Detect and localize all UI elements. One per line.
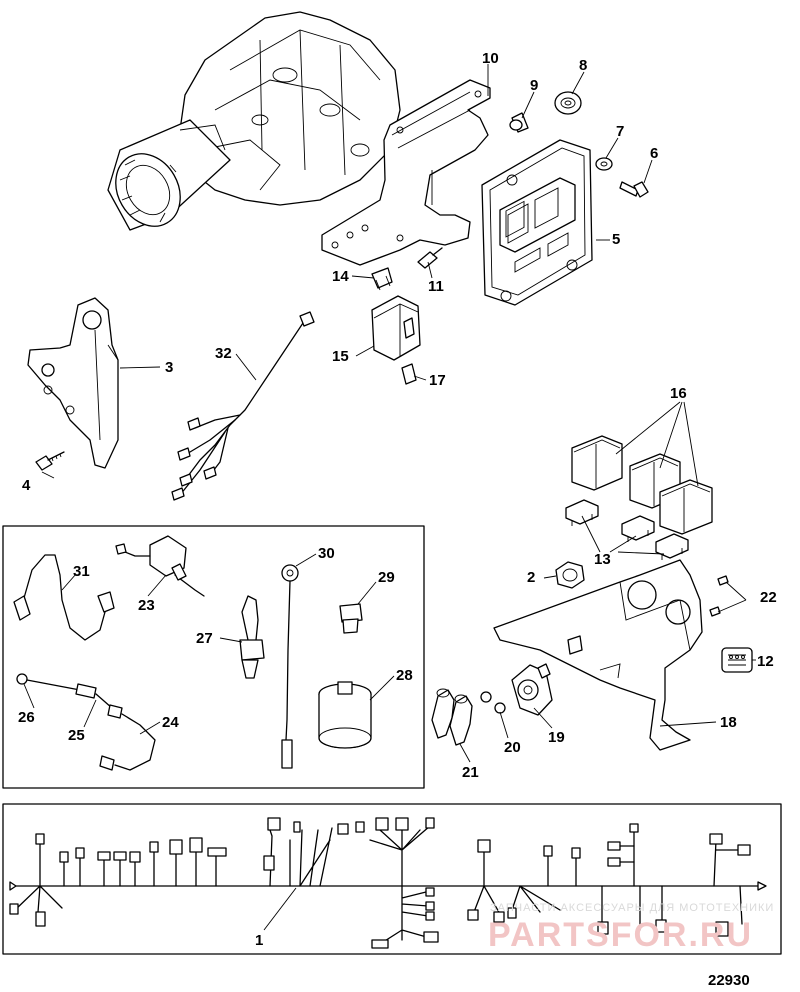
callout-30: 30 <box>318 545 335 562</box>
item-20-nuts <box>480 691 506 714</box>
item-7-washer <box>595 157 613 171</box>
callout-8: 8 <box>579 57 587 74</box>
item-2-nut <box>555 561 585 589</box>
item-9-spacer <box>509 112 529 133</box>
item-16-relays <box>571 435 713 535</box>
item-29-sender <box>339 603 363 634</box>
item-30-knock-sensor <box>281 564 299 769</box>
callout-23: 23 <box>138 597 155 614</box>
callout-5: 5 <box>612 231 620 248</box>
callout-28: 28 <box>396 667 413 684</box>
callout-4: 4 <box>22 477 31 494</box>
item-6-bolt <box>619 181 649 198</box>
item-32-wiring-harness <box>171 311 315 501</box>
callout-7: 7 <box>616 123 624 140</box>
watermark-site: PARTSFOR.RU <box>488 916 753 954</box>
item-31-ground-lead <box>13 554 115 641</box>
callout-29: 29 <box>378 569 395 586</box>
callout-9: 9 <box>530 77 538 94</box>
item-17-fuse <box>401 363 417 385</box>
callout-labels: 10 9 8 7 6 5 11 14 15 17 3 4 32 16 13 2 … <box>18 50 777 949</box>
item-1-engine-harness <box>2 803 782 955</box>
callout-19: 19 <box>548 729 565 746</box>
callout-16: 16 <box>670 385 687 402</box>
engine-block-drawing <box>107 11 401 231</box>
callout-2: 2 <box>527 569 535 586</box>
callout-27: 27 <box>196 630 213 647</box>
item-19-starter-solenoid <box>511 663 553 716</box>
callout-21: 21 <box>462 764 479 781</box>
item-22-screws <box>709 575 729 617</box>
item-5-ecm-module <box>481 139 593 306</box>
item-21-terminal-boots <box>431 688 473 746</box>
item-15-relay-box <box>371 295 421 361</box>
item-3-bracket <box>27 297 119 469</box>
callout-22: 22 <box>760 589 777 606</box>
item-12-connector <box>721 647 753 673</box>
item-27-jumper-loop <box>239 595 265 679</box>
callout-20: 20 <box>504 739 521 756</box>
callout-17: 17 <box>429 372 446 389</box>
callout-24: 24 <box>162 714 179 731</box>
watermark: ЗАПЧАСТИ АКСЕССУАРЫ ДЛЯ МОТОТЕХНИКИ PART… <box>488 902 774 954</box>
item-13-relay-sockets <box>565 499 689 560</box>
callout-10: 10 <box>482 50 499 67</box>
callout-15: 15 <box>332 348 349 365</box>
callout-1: 1 <box>255 932 263 949</box>
callout-6: 6 <box>650 145 658 162</box>
callout-25: 25 <box>68 727 85 744</box>
callout-11: 11 <box>428 278 444 295</box>
callout-12: 12 <box>757 653 774 670</box>
item-24-sensor-lead <box>99 713 156 771</box>
item-28-pressure-sender <box>318 681 372 749</box>
item-11-screw <box>417 247 443 269</box>
item-26-ring-terminal-lead <box>16 673 81 691</box>
callout-26: 26 <box>18 709 35 726</box>
item-10-ecm-bracket <box>321 79 491 266</box>
figure-number: 22930 <box>708 972 750 989</box>
item-23-sensor <box>115 535 205 597</box>
callout-18: 18 <box>720 714 737 731</box>
callout-13: 13 <box>594 551 611 568</box>
callout-3: 3 <box>165 359 173 376</box>
item-25-inline-connector <box>75 683 123 719</box>
watermark-tagline: ЗАПЧАСТИ АКСЕССУАРЫ ДЛЯ МОТОТЕХНИКИ <box>490 902 774 914</box>
item-18-mounting-plate <box>493 559 703 751</box>
item-4-bolt <box>35 451 65 471</box>
leader-lines <box>23 64 756 931</box>
callout-32: 32 <box>215 345 232 362</box>
callout-31: 31 <box>73 563 90 580</box>
callout-14: 14 <box>332 268 349 285</box>
item-14-fuse-clip <box>371 267 393 291</box>
item-8-grommet <box>554 91 582 115</box>
sensor-kit-box <box>2 525 425 789</box>
